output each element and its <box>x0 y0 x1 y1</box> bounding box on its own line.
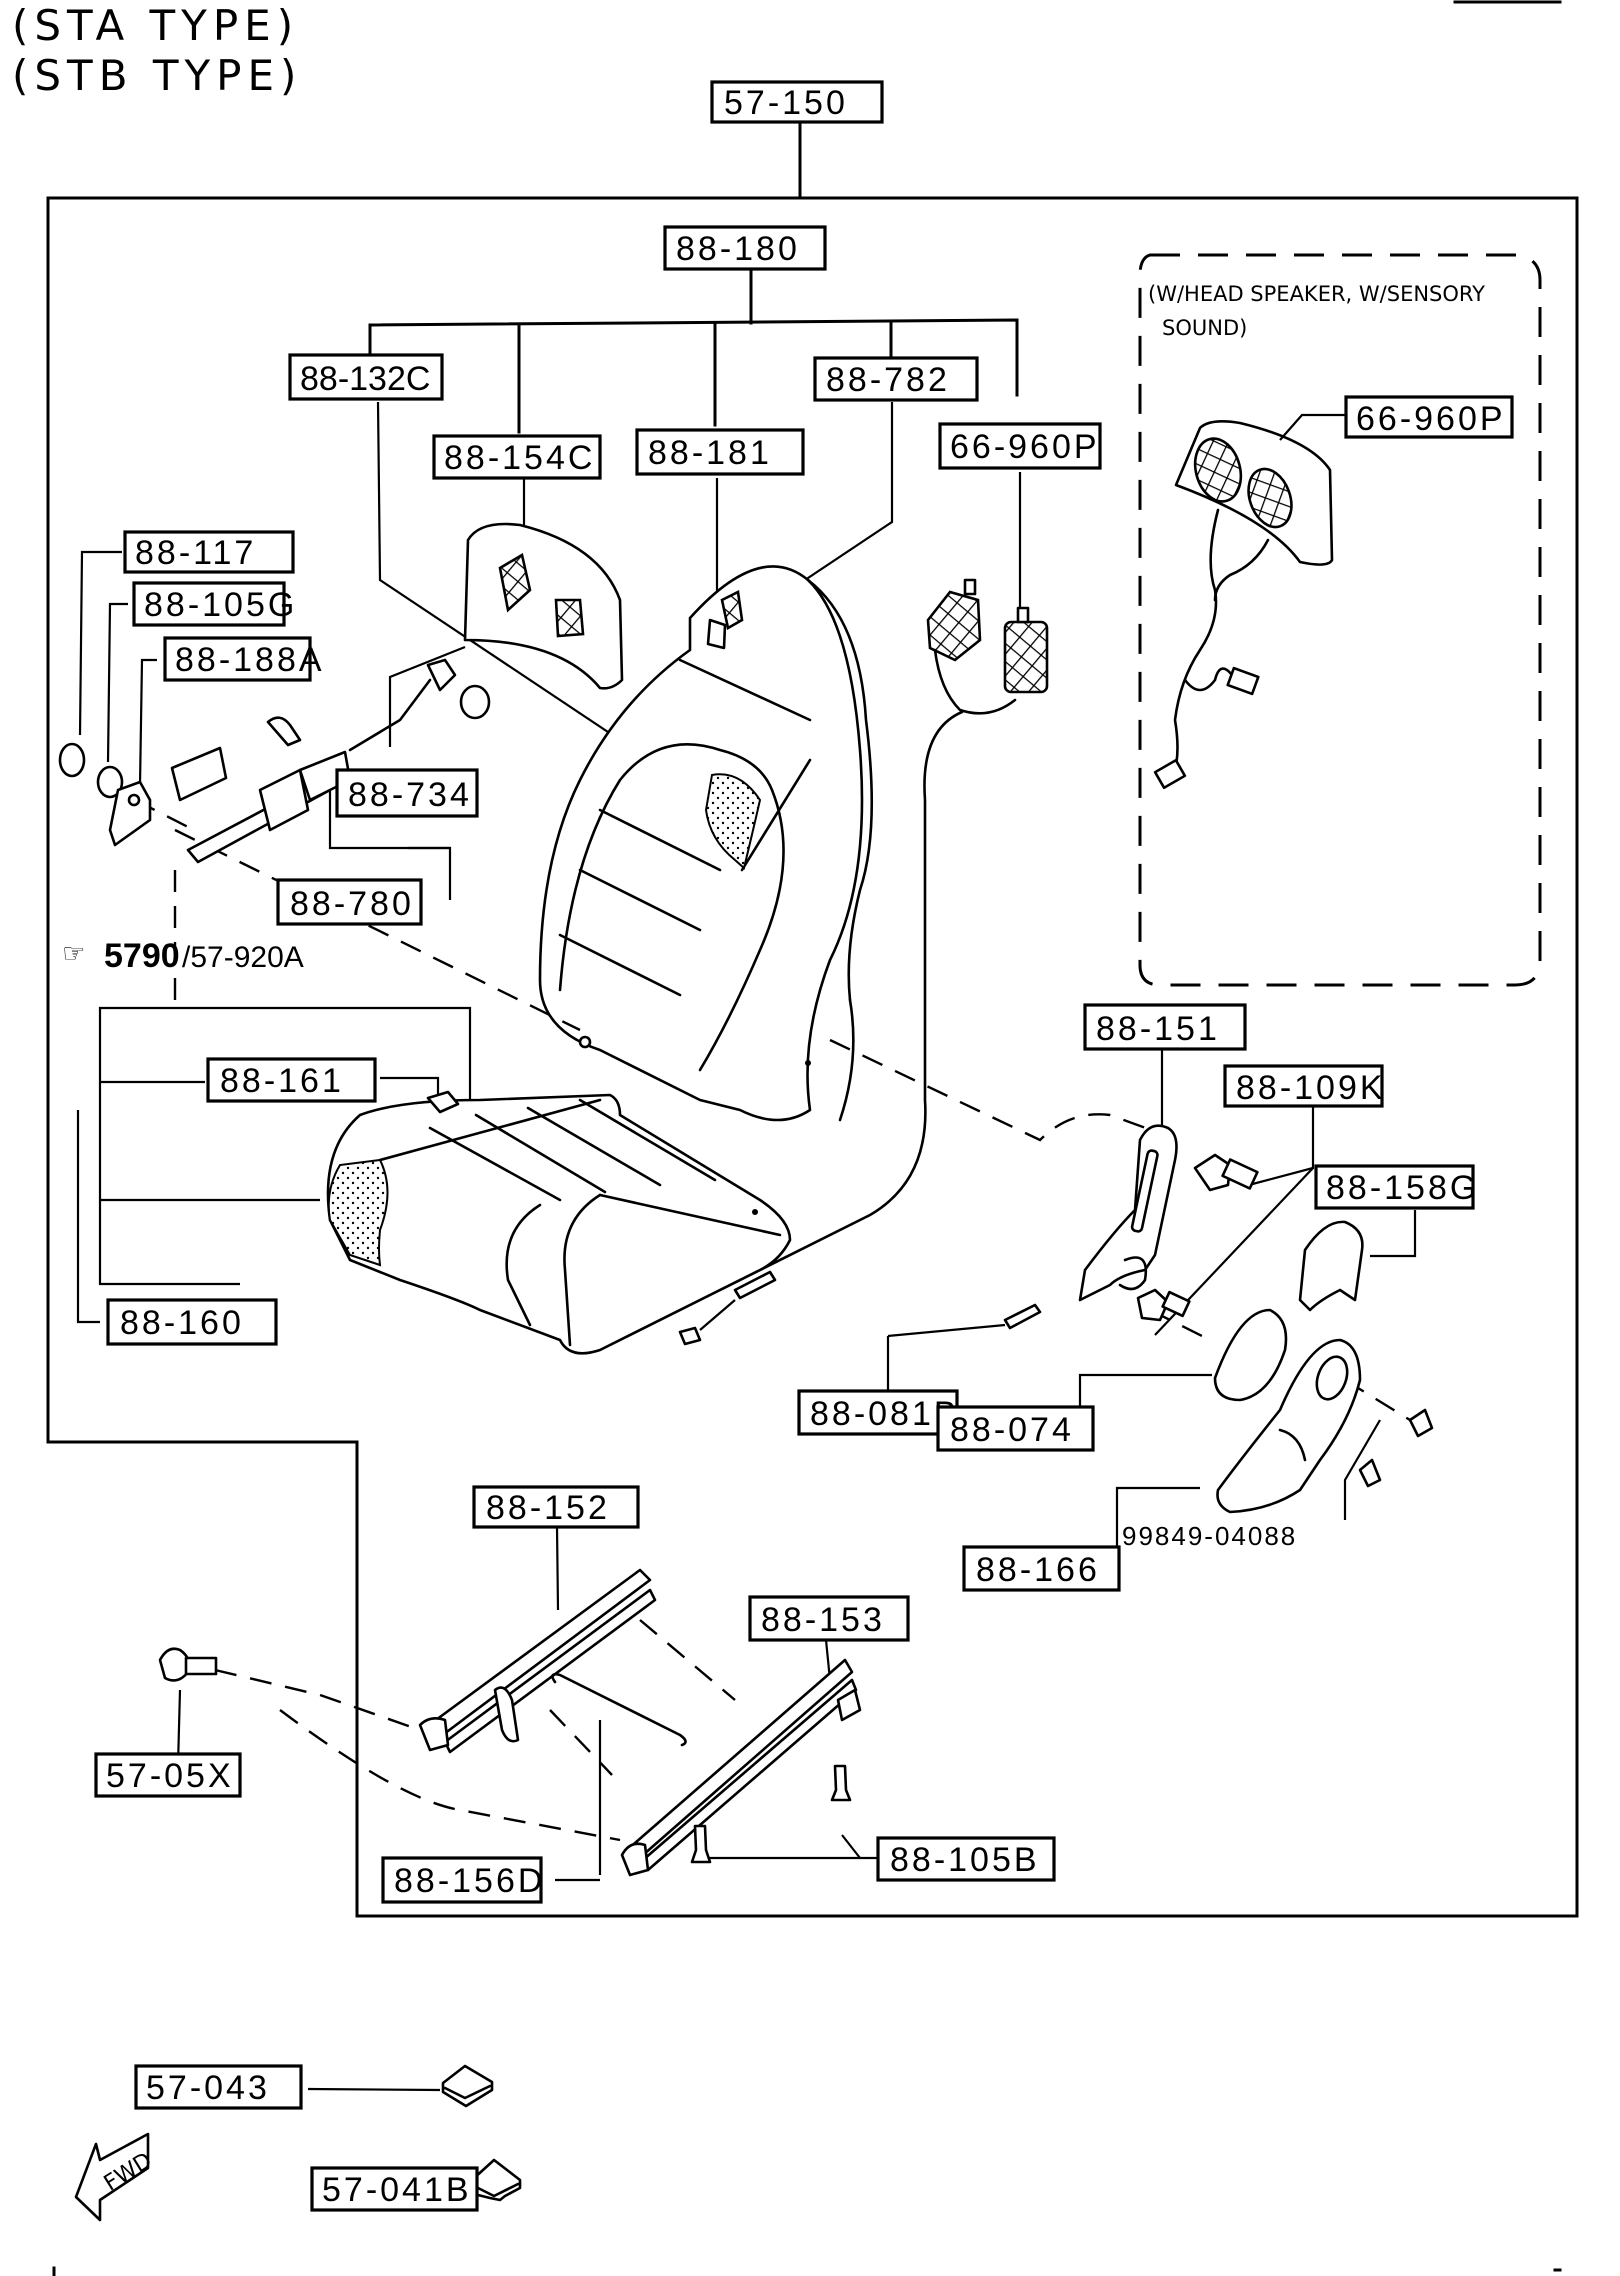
title-sta-type: (STA TYPE) <box>12 1 299 50</box>
callout-label: 88-081B <box>810 1395 960 1433</box>
callout-label: 88-154C <box>444 439 595 477</box>
callout-label: 88-166 <box>976 1551 1100 1589</box>
callout-label: 88-132C <box>300 360 430 398</box>
callout-57-05x[interactable]: 57-05X <box>94 1752 242 1798</box>
callout-88-780[interactable]: 88-780 <box>276 878 423 926</box>
callout-label: 57-05X <box>106 1757 234 1795</box>
callout-label: 88-152 <box>486 1489 610 1527</box>
recliner-leaders <box>829 1038 1417 1567</box>
title-stb-type: (STB TYPE) <box>12 51 302 100</box>
callout-88-188a[interactable]: 88-188A <box>163 636 325 682</box>
callout-88-782[interactable]: 88-782 <box>813 356 979 402</box>
callout-label: 88-153 <box>761 1601 885 1639</box>
callout-label: 57-041B <box>322 2171 472 2209</box>
slide-rail-parts <box>158 1568 862 1877</box>
callout-88-117[interactable]: 88-117 <box>123 530 295 574</box>
reference-part: /57-920A <box>182 941 304 974</box>
option-note-line2: SOUND) <box>1162 316 1247 340</box>
callout-label: 88-181 <box>648 434 772 472</box>
callout-88-153[interactable]: 88-153 <box>748 1595 910 1642</box>
headrest-pad-part <box>463 522 624 690</box>
callout-label: 88-160 <box>120 1304 244 1342</box>
callout-88-734[interactable]: 88-734 <box>335 768 479 818</box>
callout-label: 88-117 <box>135 534 256 572</box>
callout-label: 57-150 <box>724 84 848 122</box>
callout-label: 88-188A <box>175 641 325 679</box>
callout-label: 88-734 <box>348 776 472 814</box>
cushion-leaders <box>76 1006 472 1324</box>
callout-label: 88-105B <box>890 1841 1040 1879</box>
belt-anchor-leaders <box>78 550 581 1032</box>
seat-cushion-part <box>326 1090 792 1355</box>
cap-57-041b-part <box>470 2158 522 2202</box>
callout-88-081b[interactable]: 88-081B <box>797 1389 960 1436</box>
callout-66-960p[interactable]: 66-960P <box>938 422 1102 470</box>
callout-label: 88-780 <box>290 885 414 923</box>
callout-label: 88-161 <box>220 1062 344 1100</box>
callout-label: 88-180 <box>676 230 800 268</box>
callout-label: 88-156D <box>394 1862 545 1900</box>
reference-5790[interactable]: ☞ 5790 /57-920A <box>62 937 304 975</box>
callout-88-151[interactable]: 88-151 <box>1083 1003 1247 1051</box>
callout-88-109k[interactable]: 88-109K <box>1223 1064 1386 1108</box>
callout-88-160[interactable]: 88-160 <box>106 1298 278 1346</box>
option-note-line1: (W/HEAD SPEAKER, W/SENSORY <box>1148 282 1485 306</box>
callout-57-150[interactable]: 57-150 <box>710 80 884 124</box>
callout-88-161[interactable]: 88-161 <box>206 1057 377 1103</box>
callout-88-154c[interactable]: 88-154C <box>432 434 602 480</box>
callout-label: 88-109K <box>1236 1069 1386 1107</box>
speaker-part <box>718 578 1049 1292</box>
callout-88-158g[interactable]: 88-158G <box>1314 1164 1479 1210</box>
callout-label: 88-151 <box>1096 1010 1220 1048</box>
callout-label: 88-782 <box>826 361 950 399</box>
callout-label: 66-960P <box>1356 400 1506 438</box>
callout-88-180[interactable]: 88-180 <box>663 225 827 271</box>
main-frame-outline <box>46 118 1579 1918</box>
callout-option-66-960p[interactable]: 66-960P <box>1344 395 1514 439</box>
callout-57-041b[interactable]: 57-041B <box>310 2166 479 2212</box>
recliner-parts <box>1003 1124 1434 1514</box>
forward-arrow-icon: FWD <box>74 2132 157 2222</box>
callout-88-181[interactable]: 88-181 <box>635 428 805 476</box>
belt-anchor-parts <box>58 658 491 864</box>
callout-label: 88-158G <box>1326 1169 1479 1207</box>
callout-label: 88-105G <box>144 586 297 624</box>
pointing-hand-icon: ☞ <box>62 939 85 969</box>
cap-57-043-part <box>441 2064 494 2108</box>
callout-88-105b[interactable]: 88-105B <box>876 1836 1056 1882</box>
callout-88-166[interactable]: 88-166 <box>962 1545 1121 1592</box>
slide-leaders <box>176 1526 878 1882</box>
callout-label: 57-043 <box>146 2069 270 2107</box>
option-box-head-speaker: (W/HEAD SPEAKER, W/SENSORY SOUND) <box>1138 253 1542 987</box>
callout-88-105g[interactable]: 88-105G <box>132 581 297 627</box>
reference-group: 5790 <box>104 937 180 975</box>
callout-label: 66-960P <box>950 428 1100 466</box>
callout-88-156d[interactable]: 88-156D <box>381 1856 545 1904</box>
callout-88-074[interactable]: 88-074 <box>936 1405 1095 1452</box>
callout-88-132c[interactable]: 88-132C <box>288 353 444 401</box>
callout-label: 88-074 <box>950 1411 1074 1449</box>
seatback-part <box>538 565 874 1122</box>
screw-part-number[interactable]: 99849-04088 <box>1122 1521 1297 1551</box>
callout-57-043[interactable]: 57-043 <box>134 2064 303 2110</box>
callout-88-152[interactable]: 88-152 <box>472 1485 640 1529</box>
